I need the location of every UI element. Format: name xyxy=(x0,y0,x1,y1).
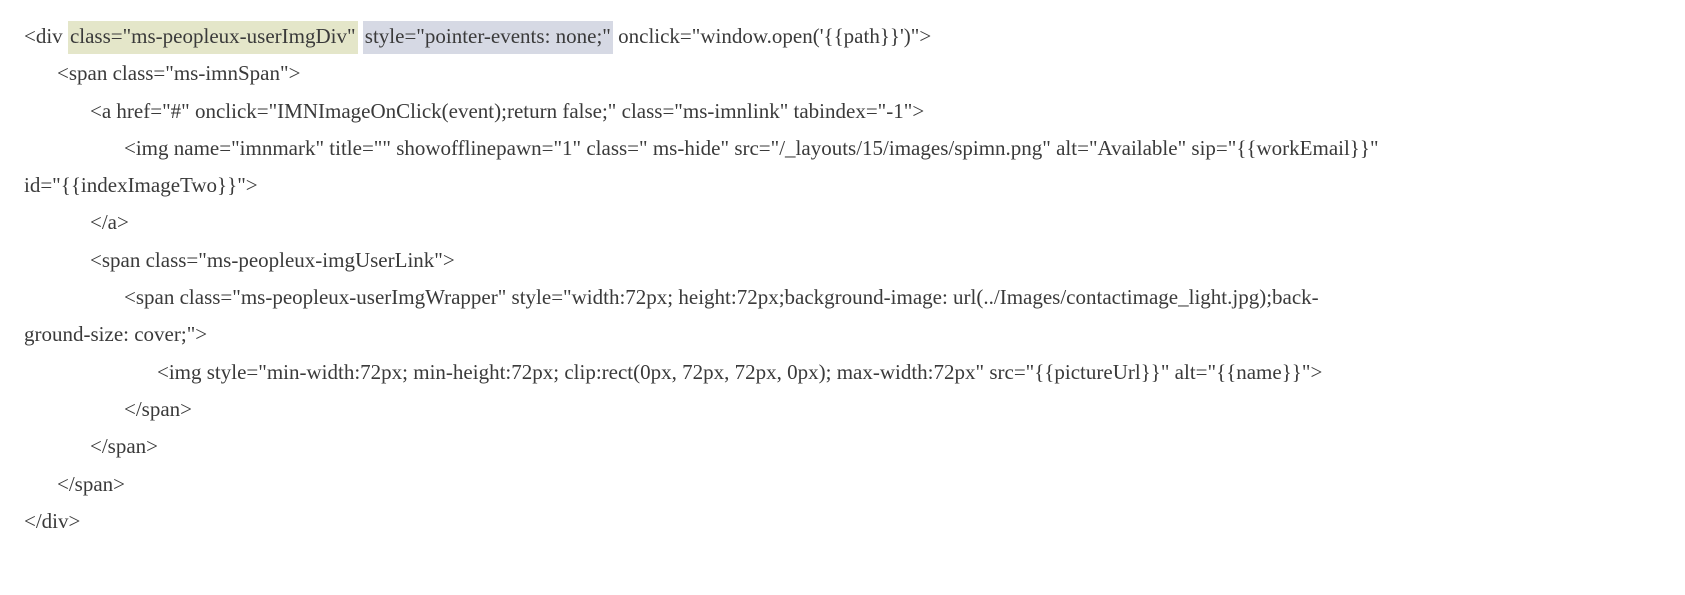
code-text: <div xyxy=(24,24,68,48)
code-line: <img name="imnmark" title="" showoffline… xyxy=(124,135,1379,160)
highlighted-style-attribute: style="pointer-events: none;" xyxy=(362,21,613,54)
code-line: <img style="min-width:72px; min-height:7… xyxy=(157,359,1323,384)
code-line: <a href="#" onclick="IMNImageOnClick(eve… xyxy=(90,98,925,123)
code-line: <span class="ms-peopleux-imgUserLink"> xyxy=(90,247,455,272)
code-line: </span> xyxy=(57,471,126,496)
code-snippet: <div class="ms-peopleux-userImgDiv" styl… xyxy=(24,18,1379,540)
highlighted-class-attribute: class="ms-peopleux-userImgDiv" xyxy=(67,21,358,54)
code-text: onclick="window.open('{{path}}')"> xyxy=(612,24,932,48)
code-line-wrapped: ground-size: cover;"> xyxy=(24,322,208,347)
code-line: </a> xyxy=(90,210,129,235)
code-line: </span> xyxy=(124,396,193,421)
code-line: </div> xyxy=(24,508,81,533)
code-line: <span class="ms-peopleux-userImgWrapper"… xyxy=(124,285,1319,310)
code-line-wrapped: id="{{indexImageTwo}}"> xyxy=(24,173,258,198)
code-line-div-open: <div class="ms-peopleux-userImgDiv" styl… xyxy=(24,18,1379,55)
code-line: </span> xyxy=(90,434,159,459)
code-line: <span class="ms-imnSpan"> xyxy=(57,61,301,86)
